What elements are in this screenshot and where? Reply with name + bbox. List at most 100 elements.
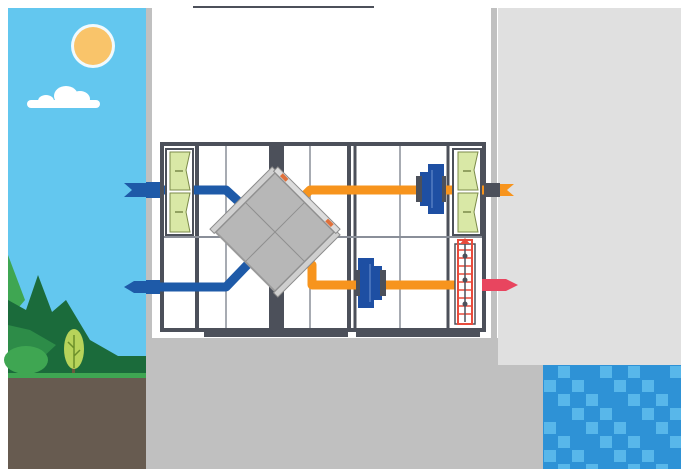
pool-tile (642, 394, 654, 406)
hills (4, 255, 146, 378)
heat-exchanger-icon (209, 166, 341, 298)
pool-tile (572, 380, 584, 392)
pool-tile (572, 436, 584, 448)
pool-tile (628, 408, 640, 420)
pool-tile (614, 394, 626, 406)
pool-tile (600, 422, 612, 434)
pool-tile (656, 394, 668, 406)
pool-tile (558, 436, 570, 448)
base-rail-right (356, 330, 480, 337)
pool-tile (544, 380, 556, 392)
pool-tile (642, 380, 654, 392)
pool-tile (670, 422, 681, 434)
cloud-icon (27, 86, 100, 108)
pool-tile (656, 450, 668, 462)
pool-tile (586, 436, 598, 448)
pool-tile (558, 422, 570, 434)
pool-tile (614, 422, 626, 434)
pool-tile (586, 464, 598, 469)
pool-tile (642, 366, 654, 378)
flow-arrows (124, 183, 518, 293)
pool-tile (558, 394, 570, 406)
pool-tile (572, 422, 584, 434)
pool-tile (600, 450, 612, 462)
pool-tile (628, 366, 640, 378)
pool-tile (544, 436, 556, 448)
pool-tile (614, 380, 626, 392)
heating-coil-icon (454, 238, 476, 325)
fan-icon (416, 164, 446, 214)
pool-tile (572, 366, 584, 378)
pool-tile (628, 380, 640, 392)
pool-tile (586, 380, 598, 392)
pool-tile (572, 464, 584, 469)
pool-tile (586, 366, 598, 378)
pool-tile (628, 422, 640, 434)
pool-tile (614, 408, 626, 420)
pool-tile (656, 380, 668, 392)
pool-tile (656, 436, 668, 448)
pool-tile (642, 408, 654, 420)
fresh-air-arrow-icon (124, 183, 146, 197)
pool-tile (558, 408, 570, 420)
adjacent-room (498, 8, 681, 365)
pool-tile (670, 394, 681, 406)
pool-tile (586, 408, 598, 420)
fan-icon (356, 258, 386, 308)
pool-tile (544, 464, 556, 469)
pool-tile (614, 464, 626, 469)
pool-tile (558, 366, 570, 378)
pool-tile (628, 436, 640, 448)
sun-icon (71, 24, 115, 68)
fresh-air-duct (146, 182, 164, 198)
filter-icon (165, 148, 194, 236)
pool-tile (600, 380, 612, 392)
pool-tile (614, 366, 626, 378)
pool-tile (628, 394, 640, 406)
pool-tile (600, 464, 612, 469)
ventilation-unit (160, 142, 486, 337)
pool-tile (656, 422, 668, 434)
pool-tile (656, 408, 668, 420)
exhaust-air-path (160, 258, 254, 292)
pool-tile (614, 436, 626, 448)
exhaust-arrow-icon (124, 281, 146, 293)
pool-tile (558, 464, 570, 469)
pool-tile (600, 408, 612, 420)
tree-icon (64, 329, 84, 373)
pool-tile (544, 366, 556, 378)
pool-tile (670, 408, 681, 420)
pool-tile (642, 422, 654, 434)
pool-tile (670, 436, 681, 448)
pool-tile (642, 436, 654, 448)
pool-tile (670, 464, 681, 469)
grass-strip (8, 373, 146, 378)
pool-tile (614, 450, 626, 462)
pool-tile (670, 450, 681, 462)
filter-icon (452, 148, 482, 236)
pool-tile (628, 450, 640, 462)
pool-tile (600, 394, 612, 406)
supply-arrow-icon (482, 279, 518, 291)
extract-arrow-icon (500, 184, 514, 196)
pool-tile (642, 464, 654, 469)
ceiling-line (193, 6, 374, 8)
base-rail-left (204, 330, 348, 337)
pool-tile (558, 450, 570, 462)
pool-tile (586, 394, 598, 406)
pool-tile (586, 450, 598, 462)
outdoor-area (4, 8, 146, 469)
pool-tile (656, 464, 668, 469)
floor-slab (146, 338, 543, 469)
pool-tile (572, 408, 584, 420)
pool-tile (544, 422, 556, 434)
pool-tile (544, 394, 556, 406)
pool-tile (586, 422, 598, 434)
pool-tile (656, 366, 668, 378)
pool-tile (558, 380, 570, 392)
pool-tile (628, 464, 640, 469)
pool-tile (572, 394, 584, 406)
swimming-pool (543, 365, 681, 469)
